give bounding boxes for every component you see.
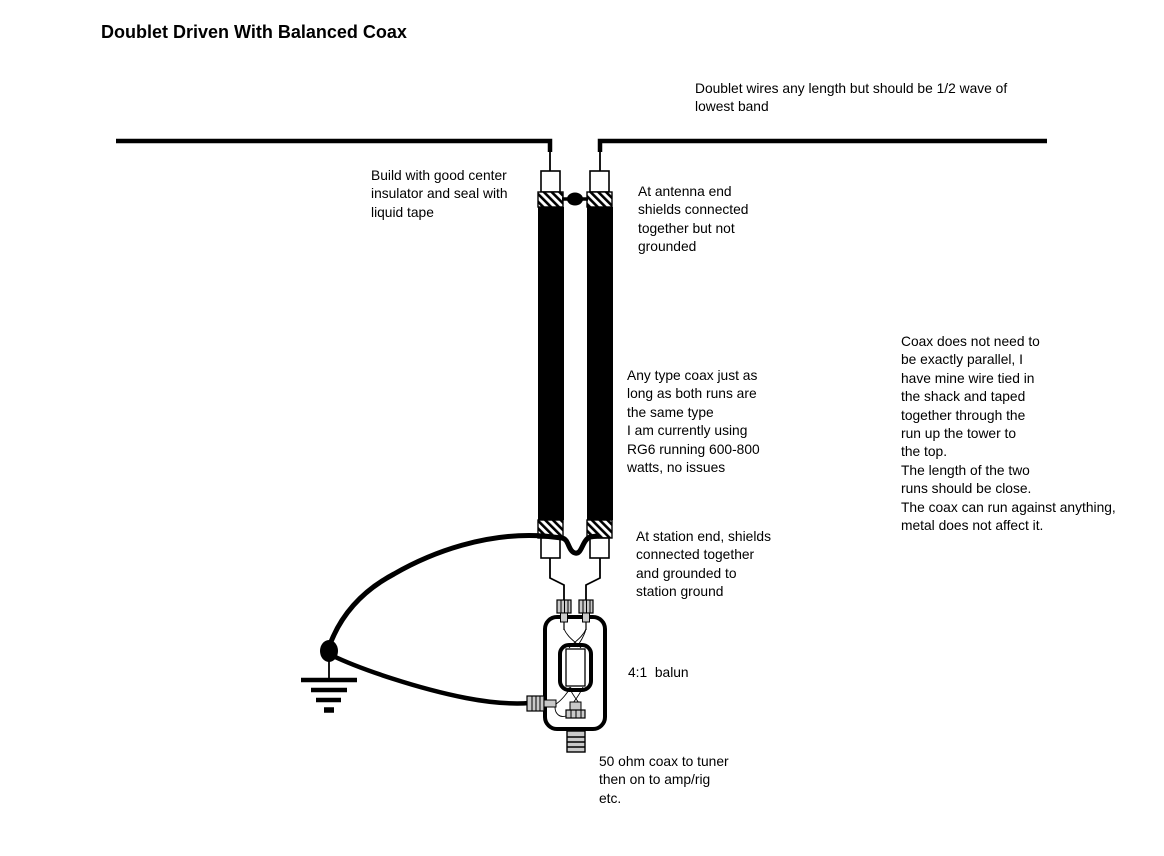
balun-label: 4:1 balun	[628, 665, 689, 680]
center-wire-left	[549, 558, 565, 601]
note-coax-to-tuner: 50 ohm coax to tuner then on to amp/rig …	[599, 754, 729, 806]
note-antenna-end: At antenna end shields connected togethe…	[638, 184, 749, 255]
coax-run-right	[587, 207, 613, 520]
coax-run-left	[538, 207, 564, 520]
ground-wire-to-balun	[328, 652, 533, 706]
note-center-insulator: Build with good center insulator and sea…	[371, 168, 508, 220]
note-doublet-wires: Doublet wires any length but should be 1…	[695, 81, 1008, 115]
note-coax-parallel: Coax does not need to be exactly paralle…	[901, 334, 1116, 534]
antenna-end-connector-left	[537, 170, 564, 208]
antenna-end-connector-right	[586, 170, 613, 208]
page-title: Doublet Driven With Balanced Coax	[101, 22, 407, 42]
balun-input-connector-left	[556, 599, 572, 630]
balun-core	[558, 643, 593, 692]
ground-symbol	[301, 660, 357, 713]
balun-input-connector-right	[578, 599, 594, 630]
antenna-shield-tie	[562, 192, 588, 206]
balun-output-connector	[565, 701, 586, 753]
note-coax-type: Any type coax just as long as both runs …	[627, 368, 760, 476]
doublet-wire-right	[597, 138, 1047, 172]
doublet-wire-left	[116, 138, 553, 172]
ground-wire-arc	[326, 532, 600, 650]
center-wire-right	[585, 558, 601, 601]
balun-ground-connector	[526, 695, 557, 712]
note-station-end: At station end, shields connected togeth…	[636, 529, 771, 600]
ground-junction-dot	[320, 640, 338, 662]
